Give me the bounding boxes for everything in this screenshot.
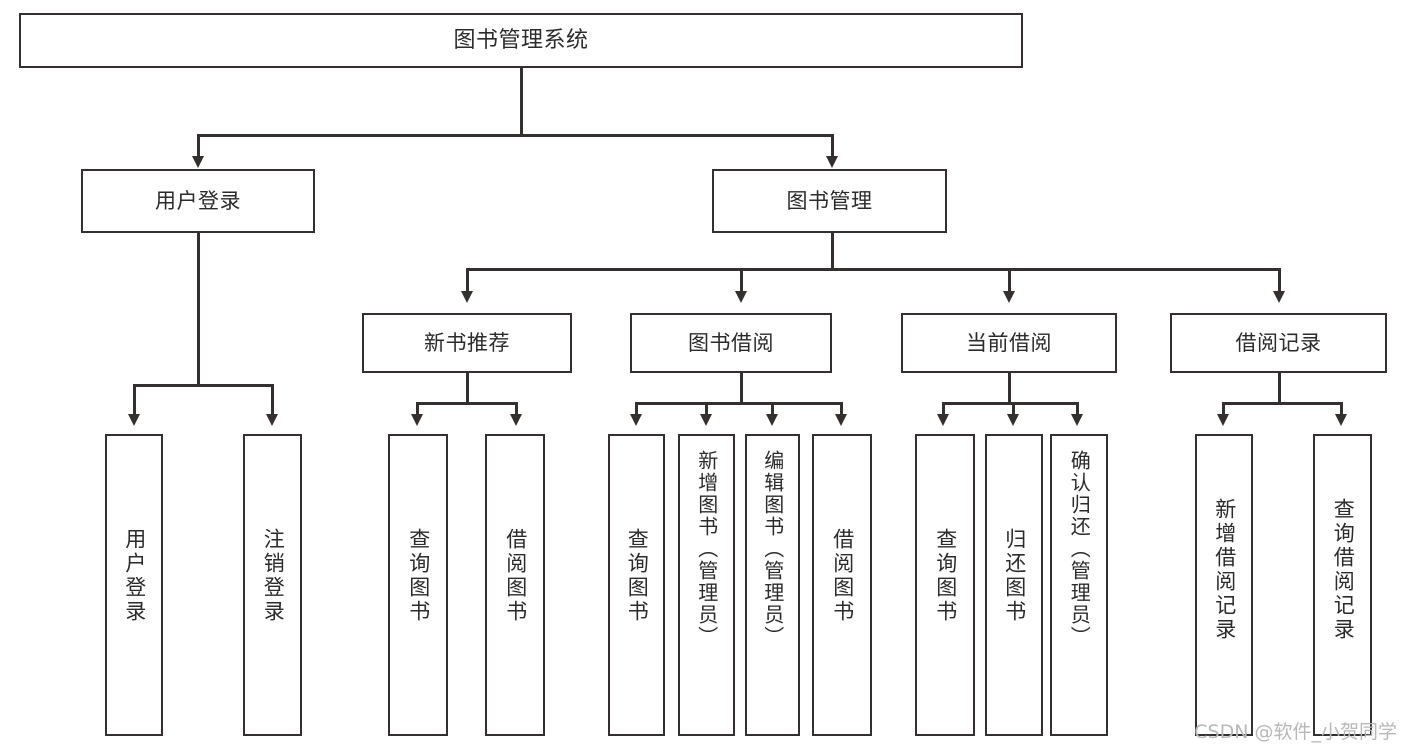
connector-new-book-leaf-2 (515, 402, 518, 418)
leaf-book-borrow-add-book[interactable]: 新增图书（管理员） (678, 434, 735, 736)
watermark-text: CSDN @软件_小贺同学 (1194, 721, 1397, 743)
leaf-current-borrow-return-book[interactable]: 归还图书 (985, 434, 1043, 736)
arrowhead-borrow-records-leaf-2 (1335, 414, 1347, 426)
arrowhead-current-borrow-leaf-1 (937, 414, 949, 426)
node-label: 图书借阅 (688, 330, 774, 355)
connector-user-login-leaf-2 (271, 384, 274, 418)
node-label: 图书管理系统 (453, 27, 589, 53)
connector-user-login-leaf-1 (133, 384, 136, 418)
leaf-new-book-query-book[interactable]: 查询图书 (388, 434, 448, 736)
connector-borrow-records-trunk (1278, 373, 1281, 404)
connector-new-book-bus (416, 402, 517, 405)
connector-level2-bus (197, 134, 833, 137)
arrowhead-current-borrow-leaf-3 (1071, 414, 1083, 426)
arrowhead-new-book-leaf-1 (411, 414, 423, 426)
connector-borrow-records-leaf-1 (1222, 402, 1225, 418)
node-label: 新书推荐 (424, 330, 510, 355)
arrowhead-book-borrow (735, 291, 747, 303)
leaf-borrow-records-query-record[interactable]: 查询借阅记录 (1313, 434, 1372, 736)
connector-book-borrow-leaf-1 (635, 402, 638, 418)
connector-current-borrow-leaf-2 (1012, 402, 1015, 418)
leaf-label: 借阅图书 (503, 528, 528, 624)
arrowhead-book-management (826, 156, 838, 168)
node-book-borrow[interactable]: 图书借阅 (630, 313, 832, 373)
connector-current-borrow-bus (942, 402, 1078, 405)
connector-user-login-bus (133, 384, 271, 387)
connector-book-borrow-bus (635, 402, 843, 405)
node-label: 借阅记录 (1235, 330, 1322, 355)
leaf-label: 查询图书 (933, 528, 958, 624)
leaf-label: 确认归还（管理员） (1067, 450, 1092, 648)
connector-borrow-records-leaf-2 (1340, 402, 1343, 418)
arrowhead-user-login-leaf-1 (128, 414, 140, 426)
connector-to-current-borrow (1008, 268, 1011, 294)
leaf-label: 注销登录 (261, 528, 286, 624)
connector-book-borrow-leaf-4 (840, 402, 843, 418)
arrowhead-book-borrow-leaf-1 (630, 414, 642, 426)
connector-to-book-borrow (740, 268, 743, 294)
connector-current-borrow-leaf-3 (1076, 402, 1079, 418)
arrowhead-borrow-records-leaf-1 (1217, 414, 1229, 426)
leaf-user-login-logout[interactable]: 注销登录 (243, 434, 302, 736)
arrowhead-new-book (461, 291, 473, 303)
node-label: 当前借阅 (966, 330, 1052, 355)
arrowhead-user-login (192, 156, 204, 168)
connector-book-borrow-leaf-3 (771, 402, 774, 418)
arrowhead-book-borrow-leaf-3 (766, 414, 778, 426)
leaf-current-borrow-query-book[interactable]: 查询图书 (915, 434, 975, 736)
arrowhead-new-book-leaf-2 (510, 414, 522, 426)
arrowhead-book-borrow-leaf-4 (835, 414, 847, 426)
node-book-management[interactable]: 图书管理 (712, 169, 947, 233)
leaf-label: 借阅图书 (830, 528, 855, 624)
connector-to-borrow-records (1278, 268, 1281, 294)
node-label: 用户登录 (155, 188, 241, 213)
leaf-label: 归还图书 (1002, 528, 1027, 624)
leaf-user-login-login[interactable]: 用户登录 (105, 434, 163, 736)
node-label: 图书管理 (786, 188, 873, 213)
leaf-book-borrow-edit-book[interactable]: 编辑图书（管理员） (745, 434, 800, 736)
connector-borrow-records-bus (1222, 402, 1342, 405)
leaf-label: 用户登录 (122, 528, 147, 624)
leaf-label: 新增图书（管理员） (694, 450, 719, 648)
node-user-login[interactable]: 用户登录 (81, 169, 315, 233)
leaf-current-borrow-confirm-return[interactable]: 确认归还（管理员） (1050, 434, 1108, 736)
connector-new-book-trunk (466, 373, 469, 404)
connector-to-book-management (831, 134, 834, 160)
leaf-label: 查询借阅记录 (1331, 498, 1356, 642)
connector-to-new-book (466, 268, 469, 294)
connector-current-borrow-trunk (1008, 373, 1011, 404)
connector-new-book-leaf-1 (416, 402, 419, 418)
leaf-book-borrow-query-book[interactable]: 查询图书 (608, 434, 665, 736)
arrowhead-current-borrow-leaf-2 (1007, 414, 1019, 426)
leaf-borrow-records-add-record[interactable]: 新增借阅记录 (1195, 434, 1253, 736)
connector-to-user-login (197, 134, 200, 160)
leaf-label: 查询图书 (625, 528, 650, 624)
connector-current-borrow-leaf-1 (942, 402, 945, 418)
arrowhead-user-login-leaf-2 (266, 414, 278, 426)
node-new-book-recommend[interactable]: 新书推荐 (362, 313, 572, 373)
leaf-label: 查询图书 (406, 528, 431, 624)
arrowhead-book-borrow-leaf-2 (700, 414, 712, 426)
node-root-book-management-system[interactable]: 图书管理系统 (19, 13, 1023, 68)
arrowhead-current-borrow (1003, 291, 1015, 303)
connector-book-management-trunk (831, 233, 834, 270)
node-current-borrow[interactable]: 当前借阅 (901, 313, 1117, 373)
connector-root-trunk (520, 68, 523, 135)
connector-book-borrow-trunk (740, 373, 743, 404)
connector-book-borrow-leaf-2 (705, 402, 708, 418)
leaf-book-borrow-borrow-book[interactable]: 借阅图书 (812, 434, 872, 736)
arrowhead-borrow-records (1273, 291, 1285, 303)
leaf-new-book-borrow-book[interactable]: 借阅图书 (485, 434, 545, 736)
leaf-label: 新增借阅记录 (1212, 498, 1237, 642)
connector-user-login-trunk (197, 233, 200, 386)
node-borrow-records[interactable]: 借阅记录 (1170, 313, 1387, 373)
connector-level3-bus (466, 268, 1278, 271)
leaf-label: 编辑图书（管理员） (760, 450, 785, 648)
